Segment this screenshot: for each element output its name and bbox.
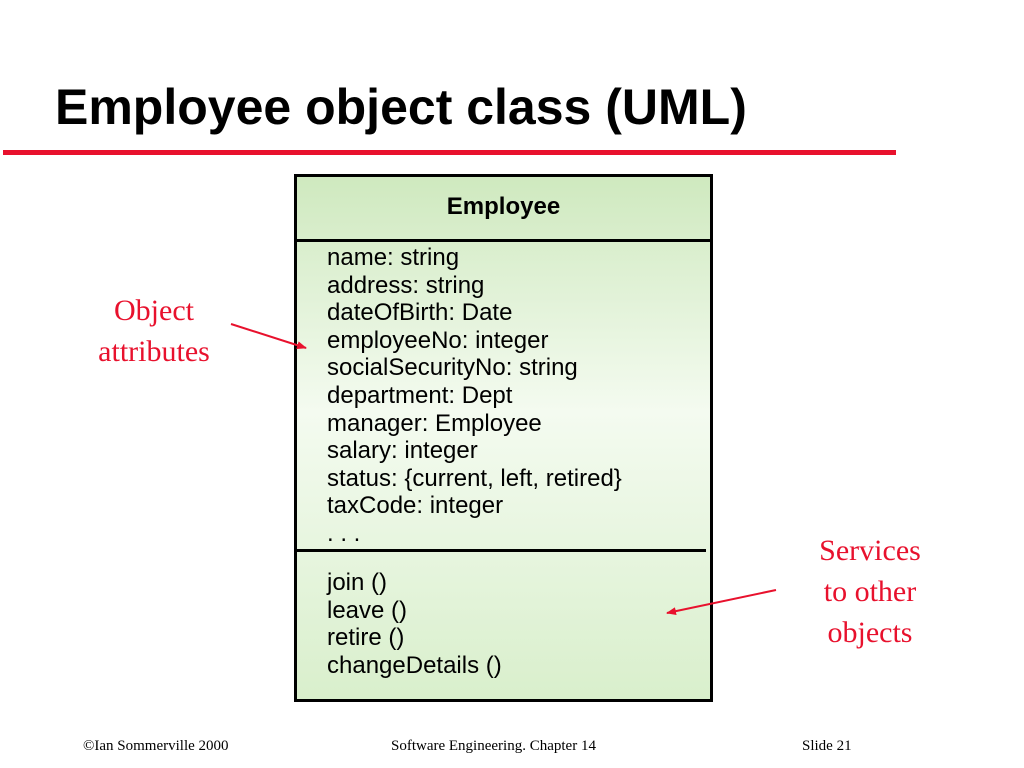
note-line: to other xyxy=(823,575,917,608)
attribute-item: address: string xyxy=(327,271,485,299)
note-line: Object xyxy=(114,294,194,327)
attribute-list: name: string address: string dateOfBirth… xyxy=(327,244,622,548)
note-line: objects xyxy=(827,616,913,649)
attribute-item: dateOfBirth: Date xyxy=(327,299,513,327)
operation-item: join () xyxy=(327,569,388,596)
attribute-item: employeeNo: integer xyxy=(327,326,549,354)
slide-title: Employee object class (UML) xyxy=(55,79,747,135)
footer-slide-number: Slide 21 xyxy=(802,738,852,754)
attribute-item: department: Dept xyxy=(327,381,513,409)
attribute-item: socialSecurityNo: string xyxy=(327,354,578,382)
attribute-item: status: {current, left, retired} xyxy=(327,464,622,492)
operation-item: changeDetails () xyxy=(327,651,502,679)
note-line: attributes xyxy=(98,335,210,368)
services-note: Services to other objects xyxy=(806,530,934,653)
object-attributes-note: Object attributes xyxy=(84,290,224,372)
footer-copyright: ©Ian Sommerville 2000 xyxy=(83,738,229,754)
attribute-item: manager: Employee xyxy=(327,409,542,437)
note-line: Services xyxy=(819,534,921,567)
footer-course: Software Engineering. Chapter 14 xyxy=(391,738,596,754)
class-name: Employee xyxy=(297,177,710,242)
operations-divider xyxy=(297,549,706,552)
operation-list: join () leave () retire () changeDetails… xyxy=(327,569,502,679)
uml-class-box: Employee name: string address: string da… xyxy=(294,174,713,702)
attribute-item: salary: integer xyxy=(327,437,478,465)
attribute-ellipsis: . . . xyxy=(327,519,361,547)
attribute-item: name: string xyxy=(327,244,460,271)
operation-item: leave () xyxy=(327,596,408,624)
title-underline xyxy=(3,150,896,155)
attribute-item: taxCode: integer xyxy=(327,492,504,520)
operation-item: retire () xyxy=(327,624,405,652)
